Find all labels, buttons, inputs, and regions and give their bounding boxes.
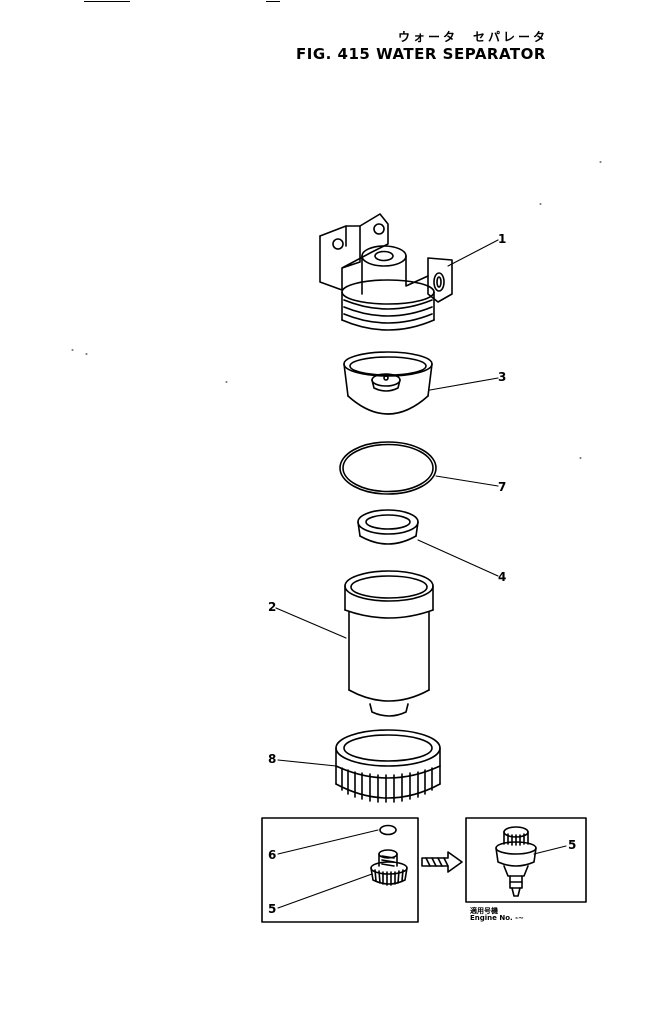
title-japanese: ウォータ セパレータ bbox=[398, 30, 549, 44]
scan-artifact-mark bbox=[266, 1, 280, 2]
part-filter-bowl bbox=[344, 570, 434, 717]
callout-2: 2 bbox=[268, 600, 277, 614]
callout-3: 3 bbox=[498, 370, 507, 384]
part-collar-ring bbox=[357, 509, 419, 545]
callout-5-right: 5 bbox=[568, 838, 577, 852]
figure-title: FIG. 415 WATER SEPARATOR bbox=[296, 45, 546, 63]
callout-5-left: 5 bbox=[268, 902, 277, 916]
engine-number-label: Engine No. -~ bbox=[470, 914, 524, 922]
part-o-ring bbox=[339, 441, 437, 495]
callout-6: 6 bbox=[268, 848, 277, 862]
inset-box-drain-valve bbox=[465, 817, 587, 903]
serial-label-japanese: 適用号機 bbox=[470, 907, 498, 915]
inset-box-drain-plug bbox=[261, 817, 419, 923]
scan-artifact-mark bbox=[84, 1, 130, 2]
callout-1: 1 bbox=[498, 232, 507, 246]
part-filter-head bbox=[319, 213, 453, 331]
leader-lines bbox=[275, 239, 567, 909]
part-retaining-nut bbox=[335, 729, 441, 803]
arrow-icon bbox=[421, 851, 463, 873]
callout-4: 4 bbox=[498, 570, 507, 584]
scan-specks bbox=[71, 161, 602, 459]
part-insert-cup bbox=[343, 351, 433, 415]
callout-8: 8 bbox=[268, 752, 277, 766]
callout-7: 7 bbox=[498, 480, 507, 494]
